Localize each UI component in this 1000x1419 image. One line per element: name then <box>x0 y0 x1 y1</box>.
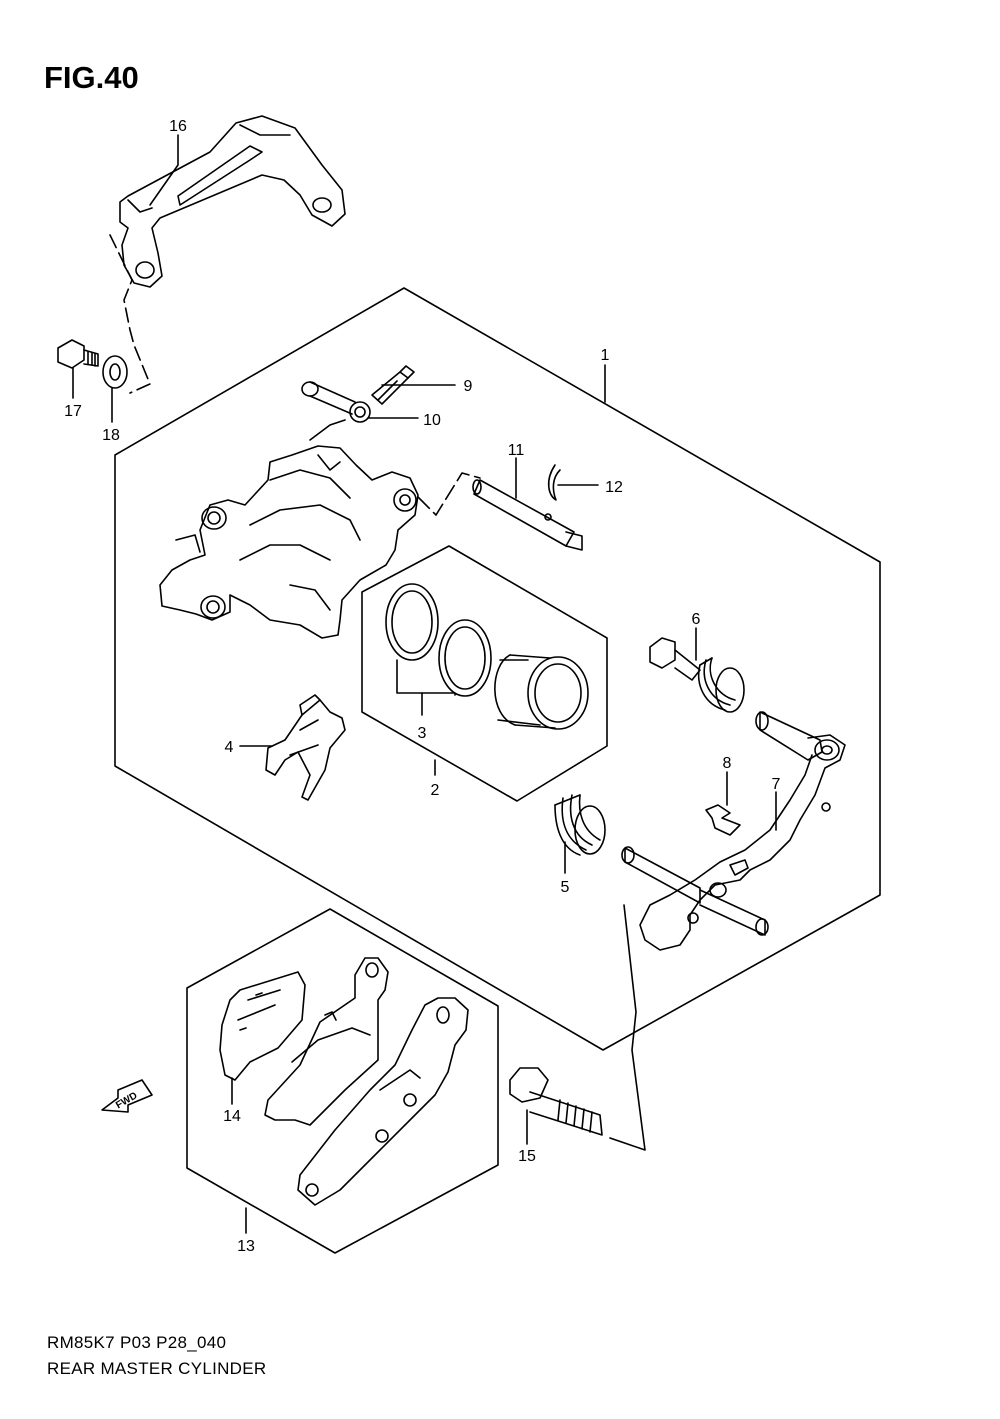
assembly-name: REAR MASTER CYLINDER <box>47 1359 267 1378</box>
callout-14: 14 <box>223 1108 241 1125</box>
pad-set-boundary <box>186 908 499 1254</box>
caliper-body <box>159 445 419 639</box>
sleeve-bolt-6 <box>649 637 745 713</box>
pin-clip <box>547 464 561 501</box>
callout-2: 2 <box>431 782 440 799</box>
callout-1: 1 <box>601 347 610 364</box>
callout-13: 13 <box>237 1238 255 1255</box>
fwd-arrow-icon <box>101 1079 153 1113</box>
caliper-pin <box>472 479 583 551</box>
piston-seal-outer <box>385 583 439 661</box>
brake-pad-center <box>264 957 389 1126</box>
leader-16 <box>149 134 179 206</box>
washer-18 <box>102 355 128 389</box>
callout-5: 5 <box>561 879 570 896</box>
model-code: RM85K7 P03 P28_040 <box>47 1333 227 1352</box>
bleeder-cap <box>301 381 371 423</box>
callout-3: 3 <box>418 725 427 742</box>
callout-9: 9 <box>464 378 473 395</box>
mounting-bolt-15 <box>509 1067 603 1136</box>
lever-clip <box>705 804 741 836</box>
callout-16: 16 <box>169 118 187 135</box>
callout-4: 4 <box>225 739 234 756</box>
caliper-assembly-boundary <box>114 287 881 1051</box>
callout-18: 18 <box>102 427 120 444</box>
figure-title: FIG.40 <box>44 60 139 95</box>
caliper-bracket <box>119 115 346 288</box>
pin-boot-5 <box>554 794 606 856</box>
callout-6: 6 <box>692 611 701 628</box>
callout-7: 7 <box>772 776 781 793</box>
piston-set-boundary <box>361 545 608 802</box>
callout-8: 8 <box>723 755 732 772</box>
piston-seal-inner <box>438 619 492 697</box>
brake-pad-right <box>297 997 469 1206</box>
callout-15: 15 <box>518 1148 536 1165</box>
brake-pad-left <box>219 971 306 1081</box>
callout-17: 17 <box>64 403 82 420</box>
callout-10: 10 <box>423 412 441 429</box>
callout-12: 12 <box>605 479 623 496</box>
pivot-lever <box>621 711 846 951</box>
piston <box>494 654 589 730</box>
pad-spring <box>265 694 346 801</box>
callout-11: 11 <box>508 442 525 459</box>
bolt-17 <box>57 339 99 369</box>
